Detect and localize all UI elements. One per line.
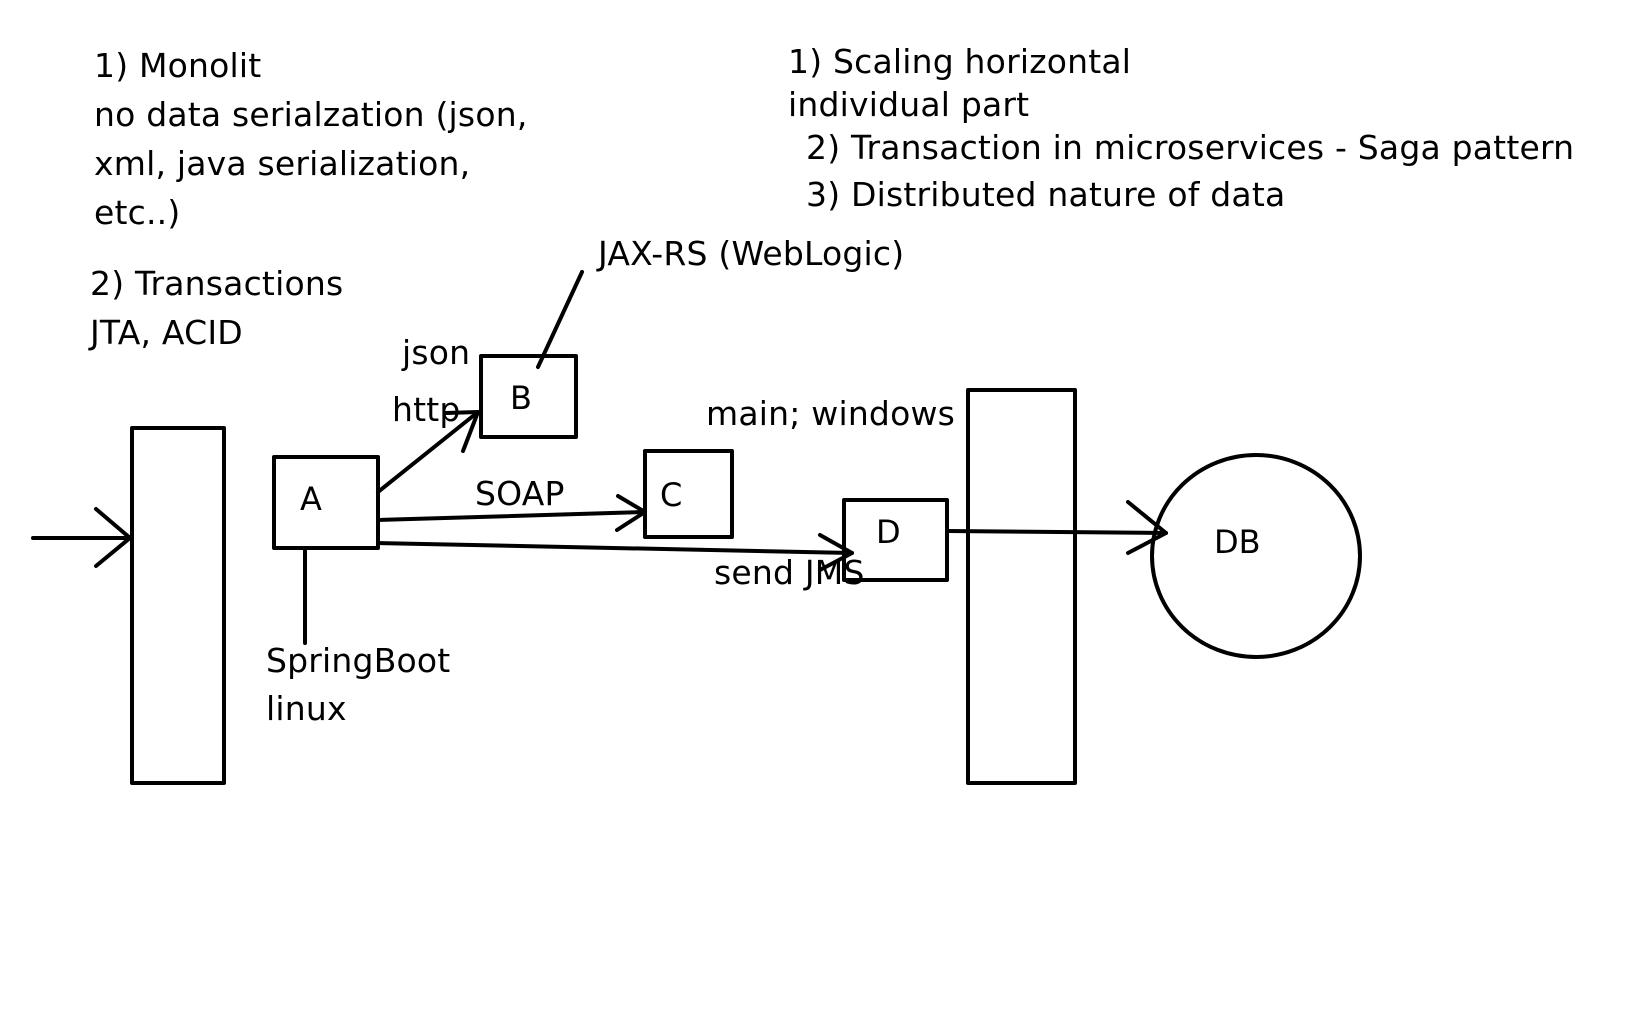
- right-gateway-box: [966, 388, 1077, 785]
- node-d-box: [842, 498, 949, 582]
- send-jms-label: send JMS: [714, 553, 865, 592]
- monolith-note-line: no data serialzation (json,: [94, 95, 528, 134]
- microservices-note-line: 2) Transaction in microservices - Saga p…: [806, 128, 1575, 167]
- db-label: DB: [1214, 523, 1261, 561]
- node-a-box: [272, 455, 380, 550]
- node-a-label: A: [300, 480, 322, 518]
- monolith-notes: 1) Monolit no data serialzation (json, x…: [94, 41, 528, 237]
- springboot-label: SpringBoot: [266, 641, 451, 680]
- microservices-notes: 1) Scaling horizontal individual part 2)…: [788, 37, 1574, 219]
- main-windows-label: main; windows: [706, 394, 956, 433]
- monolith-note-line: xml, java serialization,: [94, 144, 471, 183]
- node-c-label: C: [660, 476, 683, 514]
- edge-a-d-head: [818, 533, 854, 572]
- transactions-note-line: JTA, ACID: [90, 313, 243, 352]
- left-gateway-box: [130, 426, 226, 785]
- jaxrs-label: JAX-RS (WebLogic): [598, 234, 905, 273]
- monolith-note-line: etc..): [94, 193, 181, 232]
- jaxrs-leader-line: [536, 270, 584, 369]
- soap-label: SOAP: [475, 474, 565, 513]
- json-label: json: [402, 333, 471, 372]
- node-c-box: [643, 449, 734, 539]
- transactions-notes: 2) Transactions JTA, ACID: [90, 259, 343, 357]
- db-circle: [1150, 453, 1362, 659]
- microservices-note-line: individual part: [788, 85, 1030, 124]
- edge-d-db-head: [1126, 500, 1168, 555]
- microservices-note-line: 3) Distributed nature of data: [806, 175, 1286, 214]
- edge-a-c-line: [376, 510, 647, 522]
- node-b-box: [479, 354, 578, 439]
- transactions-note-line: 2) Transactions: [90, 264, 344, 303]
- monolith-note-line: 1) Monolit: [94, 46, 262, 85]
- edge-a-b-line: [376, 410, 480, 494]
- edge-a-d-line: [376, 541, 854, 555]
- node-b-label: B: [510, 379, 532, 417]
- edge-a-b-head: [444, 410, 480, 453]
- microservices-note-line: 1) Scaling horizontal: [788, 42, 1132, 81]
- edge-d-db-line: [945, 529, 1168, 535]
- linux-label: linux: [266, 689, 347, 728]
- node-d-label: D: [876, 513, 901, 551]
- edge-a-c-head: [615, 494, 647, 532]
- http-label: http: [392, 390, 461, 429]
